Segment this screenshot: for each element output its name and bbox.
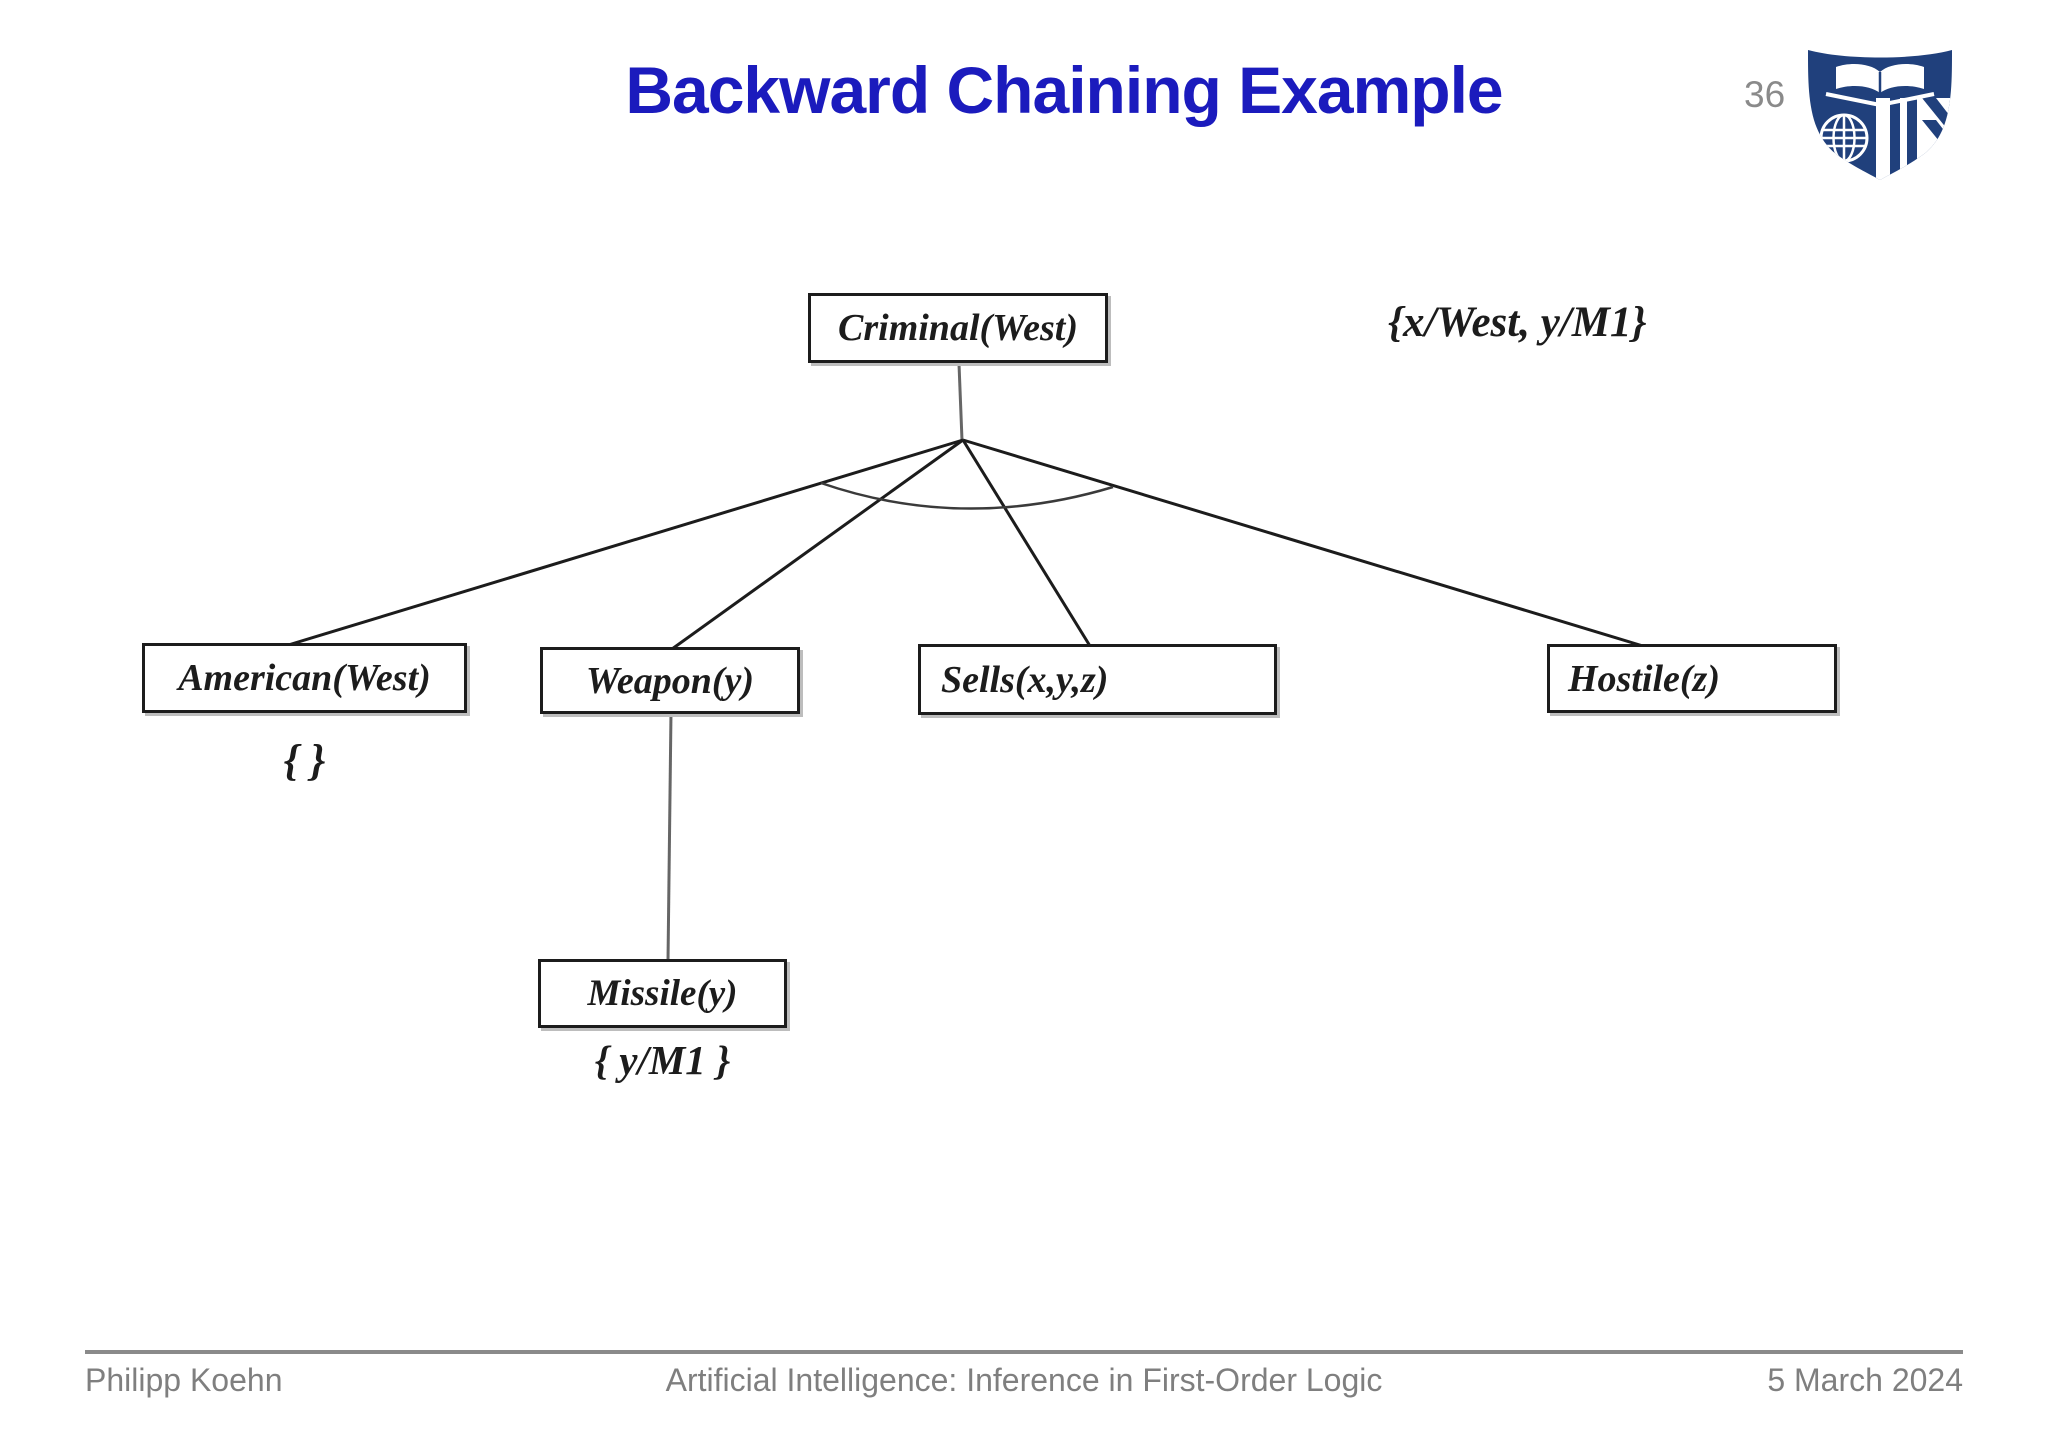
tree-node-weapon: Weapon(y) (540, 647, 800, 714)
substitution-main: {x/West, y/M1} (1388, 299, 1647, 346)
substitution-missile: { y/M1 } (594, 1037, 731, 1083)
tree-node-criminal: Criminal(West) (808, 293, 1108, 363)
footer-author: Philipp Koehn (85, 1362, 283, 1398)
footer-date: 5 March 2024 (1767, 1362, 1963, 1398)
footer-course-title: Artificial Intelligence: Inference in Fi… (665, 1362, 1383, 1398)
tree-node-sells: Sells(x,y,z) (918, 644, 1277, 715)
university-shield-icon (1808, 50, 1952, 180)
tree-node-missile: Missile(y) (538, 959, 787, 1028)
tree-node-hostile: Hostile(z) (1547, 644, 1837, 713)
substitution-american: { } (283, 736, 326, 785)
tree-node-american: American(West) (142, 643, 467, 713)
slide-page-number: 36 (1744, 74, 1786, 115)
footer-divider (85, 1350, 1963, 1354)
page-title: Backward Chaining Example (625, 53, 1503, 127)
